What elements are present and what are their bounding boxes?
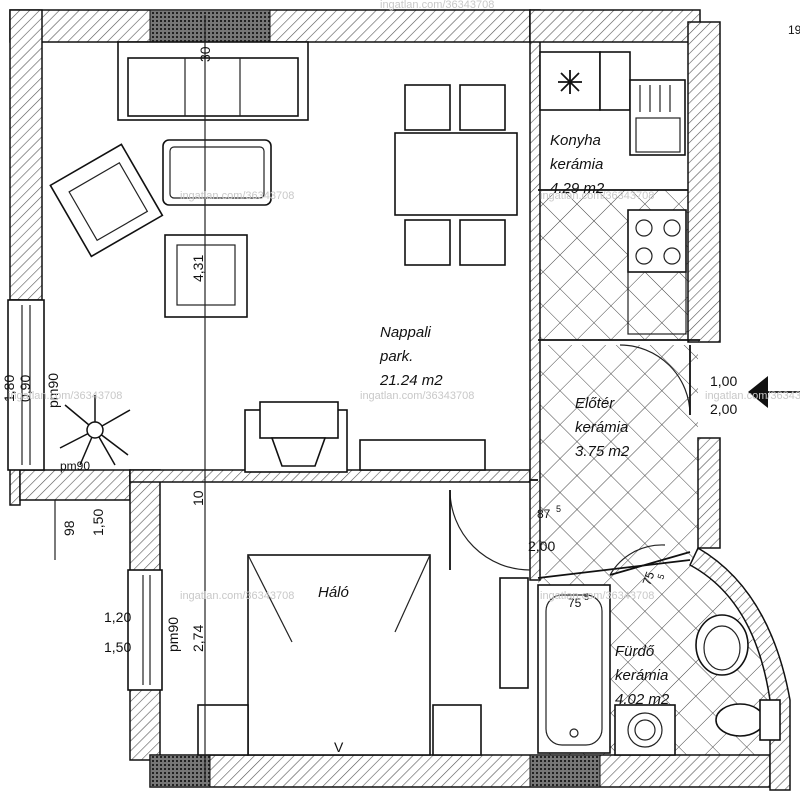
dim-window-left-bottom: 0,90 [17,375,33,402]
entrance-arrow-icon [748,376,800,408]
sofa [117,41,309,121]
window-left [7,299,45,471]
bath-floor-label: kerámia [615,667,668,684]
living-floor: park. [379,348,413,365]
dim-window-bed-bottom: 1,50 [104,639,131,655]
dim-right-edge: 19 [788,23,800,37]
watermark: ingatlan.com/36343708 [360,390,474,402]
kitchen-fixtures [539,51,687,335]
washing-machine [614,704,676,756]
armchair [164,234,248,318]
dim-door-bed-bottom: 2,00 [528,538,555,554]
dim-parapet-bed: pm90 [165,617,181,652]
dim-bath-door4: 5 [655,573,666,581]
plant-icon [59,395,131,466]
watermark: ingatlan.com/36343708 [380,0,494,11]
top-door-lintel [149,9,271,43]
double-bed [197,554,482,756]
toilet [715,699,781,741]
dim-bed-height: 2,74 [190,625,206,652]
doors [449,344,691,576]
armchair-rotated [49,143,164,258]
dim-window-bed-top: 1,20 [104,609,131,625]
watermark: ingatlan.com/36343708 [180,590,294,602]
dim-corner-b: 1,50 [90,509,106,536]
hall-area: 3.75 m2 [575,443,630,460]
living-area: 21.24 m2 [379,372,443,389]
coffee-table [162,139,272,206]
desk-area [244,401,486,473]
dim-window-left-top: 1,80 [1,375,17,402]
wardrobe [499,577,529,689]
dim-bath-door3: 75 [640,569,658,587]
dim-entry-bottom: 2,00 [710,401,737,417]
watermark: ingatlan.com/36343708 [180,190,294,202]
dim-wall-mid: 10 [190,490,206,506]
watermark: ingatlan.com/36343708 [540,590,654,602]
dim-top-door: 30 [197,46,213,62]
watermark: ingatlan.com/36343708 [8,390,122,402]
bath-lintel [529,754,601,788]
window-bedroom [127,569,163,691]
living-name: Nappali [380,324,432,341]
dim-door-bed-top: 87 [537,507,551,521]
hall-floor [538,345,698,575]
bath-area: 4.02 m2 [615,691,670,708]
hall-floor-label: kerámia [575,419,628,436]
bath-name: Fürdő [615,643,655,660]
dining-set [394,84,518,266]
dim-parapet-left: pm90 [45,373,61,408]
dim-armchair: 4,31 [190,255,206,282]
kitchen-floor-label: kerámia [550,156,603,173]
bed-mark: V [334,739,344,755]
kitchen-area: 4.29 m2 [550,180,605,197]
fan-icon [558,70,582,94]
kitchen-name: Konyha [550,132,601,149]
hall-name: Előtér [575,395,615,412]
dim-door-bed-exp: 5 [556,504,561,514]
dim-entry-top: 1,00 [710,373,737,389]
bathtub [537,584,611,754]
bottom-lintel [149,754,211,788]
washbasin [695,614,749,676]
dim-corner-a: 98 [61,520,77,536]
watermark: ingatlan.com/36343708 [705,390,800,402]
dim-bath-door2: 5 [584,592,589,602]
dim-bath-door: 75 [568,596,582,610]
bedroom-name: Háló [318,584,349,601]
dim-parapet-left2: pm90 [60,459,90,473]
watermark: ingatlan.com/36343708 [540,190,654,202]
